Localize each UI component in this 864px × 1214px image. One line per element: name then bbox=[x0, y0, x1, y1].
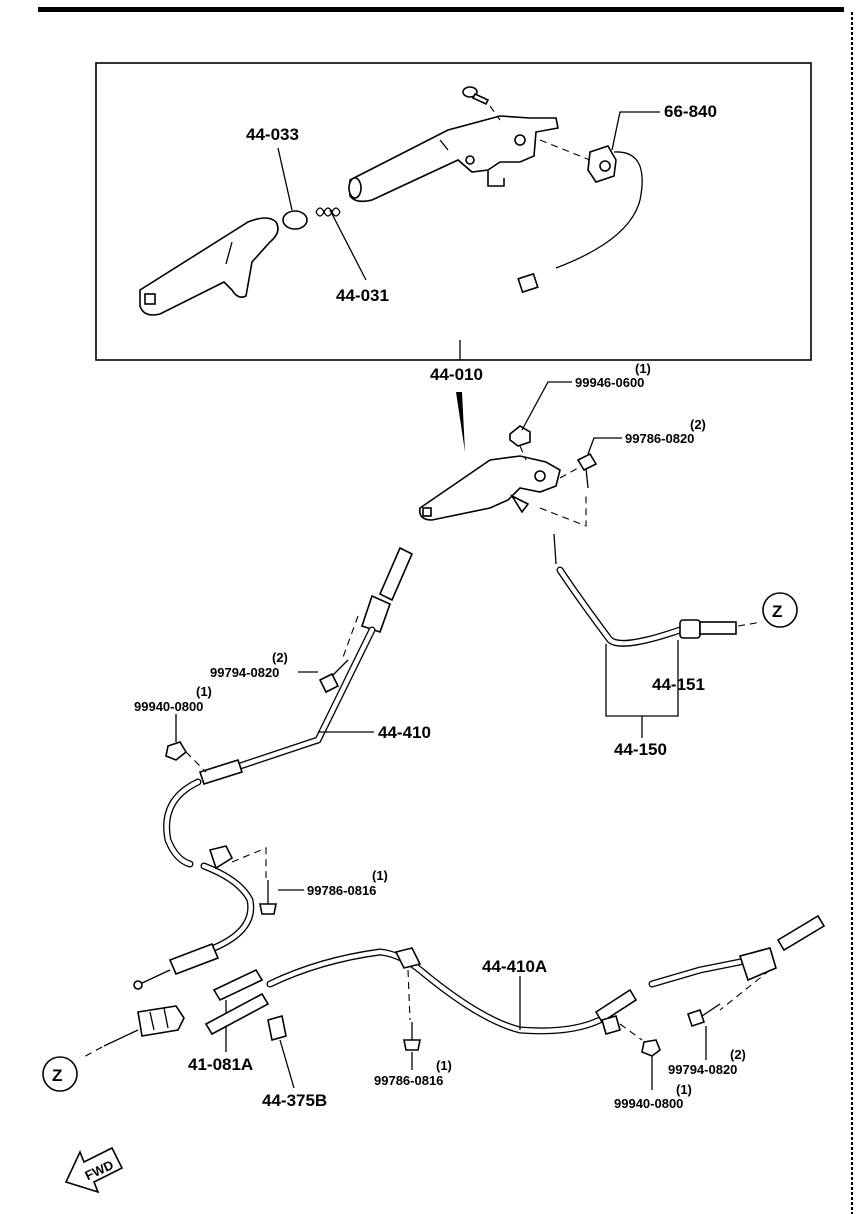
rear-cable-right bbox=[204, 914, 826, 1036]
label-99786-0816-mid: 99786-0816 bbox=[374, 1073, 443, 1088]
qty-99946-0600: (1) bbox=[635, 361, 651, 376]
detail-box bbox=[95, 62, 812, 361]
qty-99794-0820-left: (2) bbox=[272, 650, 288, 665]
qty-99940-0800-right: (1) bbox=[676, 1082, 692, 1097]
lever-assembly bbox=[418, 455, 561, 521]
leader-knob bbox=[277, 147, 293, 211]
qty-99786-0816-left: (1) bbox=[372, 868, 388, 883]
nut-top bbox=[509, 425, 531, 447]
qty-99940-0800-left: (1) bbox=[196, 684, 212, 699]
rear-cable-left bbox=[133, 546, 414, 990]
lever-grip bbox=[139, 217, 279, 316]
top-rule bbox=[38, 7, 844, 12]
knob-part bbox=[282, 210, 308, 230]
nut-right bbox=[641, 1039, 661, 1057]
screw-mid bbox=[403, 1022, 421, 1051]
bolt-top bbox=[576, 452, 598, 489]
leader-bracket bbox=[279, 1039, 295, 1089]
label-99940-0800-right: 99940-0800 bbox=[614, 1096, 683, 1111]
label-99794-0820-right: 99794-0820 bbox=[668, 1062, 737, 1077]
lever-bolt bbox=[462, 86, 490, 106]
label-44-410: 44-410 bbox=[378, 723, 431, 742]
label-99786-0820-top: 99786-0820 bbox=[625, 431, 694, 446]
equalizer bbox=[103, 968, 264, 1047]
switch-part bbox=[517, 145, 643, 294]
label-41-081A: 41-081A bbox=[188, 1055, 253, 1074]
ref-circle-z-upper: Z bbox=[762, 592, 798, 628]
leader-spring bbox=[329, 209, 367, 281]
label-99946-0600: 99946-0600 bbox=[575, 375, 644, 390]
screw-left bbox=[259, 880, 277, 915]
label-99794-0820-left: 99794-0820 bbox=[210, 665, 279, 680]
front-cable bbox=[553, 533, 737, 647]
label-44-151: 44-151 bbox=[652, 675, 705, 694]
svg-text:Z: Z bbox=[772, 602, 782, 621]
ref-circle-z-lower: Z bbox=[42, 1056, 78, 1092]
spring-part bbox=[315, 207, 341, 217]
qty-99794-0820-right: (2) bbox=[730, 1047, 746, 1062]
leader-switch bbox=[611, 111, 660, 151]
label-44-375B: 44-375B bbox=[262, 1091, 327, 1110]
label-99940-0800-left: 99940-0800 bbox=[134, 699, 203, 714]
assembly-arrow bbox=[456, 392, 465, 452]
label-44-150: 44-150 bbox=[614, 740, 667, 759]
fwd-arrow-icon: FWD bbox=[64, 1146, 124, 1194]
leader-nut-top bbox=[521, 381, 572, 431]
qty-99786-0820-top: (2) bbox=[690, 417, 706, 432]
label-44-031: 44-031 bbox=[336, 286, 389, 305]
label-44-010: 44-010 bbox=[430, 365, 483, 384]
leader-bolt-top bbox=[587, 437, 622, 455]
label-44-033: 44-033 bbox=[246, 125, 299, 144]
bracket-part bbox=[267, 1014, 287, 1042]
label-44-410A: 44-410A bbox=[482, 957, 547, 976]
svg-text:Z: Z bbox=[52, 1066, 62, 1085]
nut-left bbox=[165, 741, 188, 761]
bolt-left-upper bbox=[318, 659, 349, 694]
lever-arm bbox=[348, 115, 559, 203]
label-99786-0816-left: 99786-0816 bbox=[307, 883, 376, 898]
label-66-840: 66-840 bbox=[664, 102, 717, 121]
qty-99786-0816-mid: (1) bbox=[436, 1058, 452, 1073]
bolt-right bbox=[686, 1003, 721, 1028]
